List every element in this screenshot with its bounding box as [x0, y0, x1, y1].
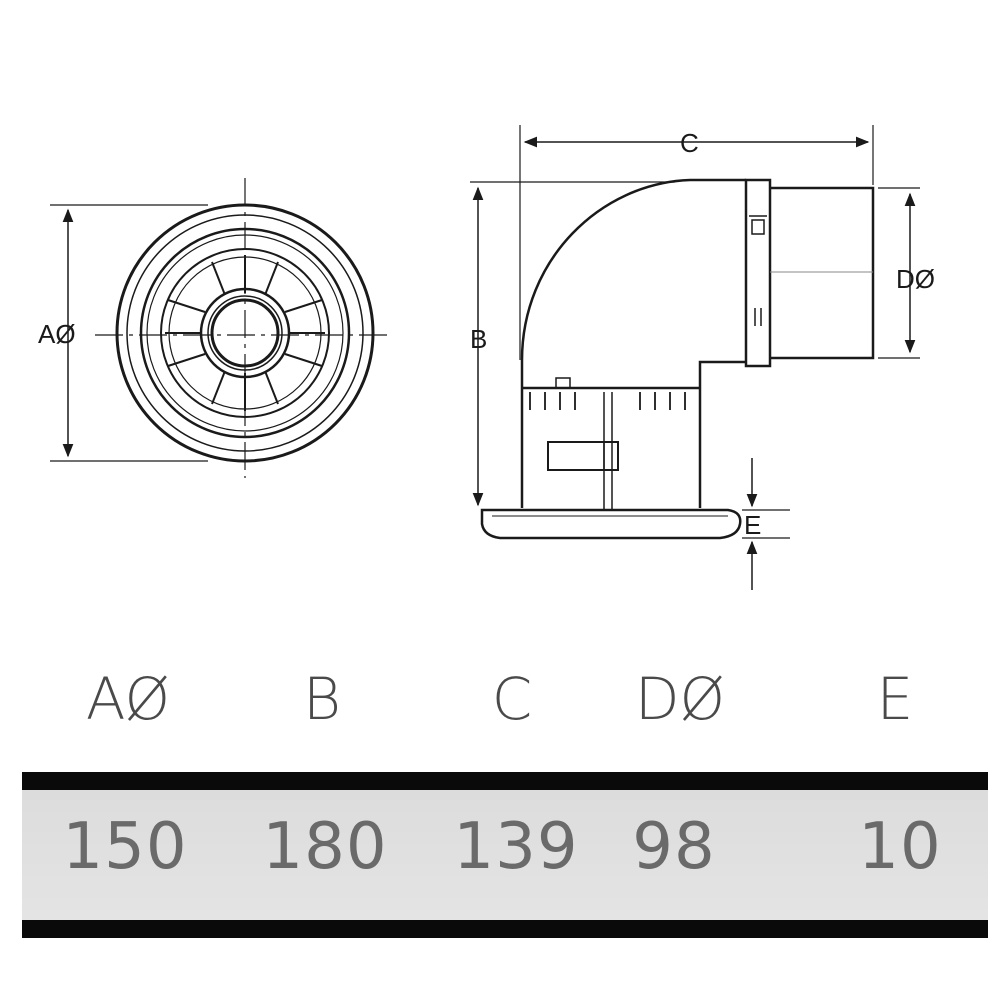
header-e: E	[876, 665, 914, 733]
value-c: 139	[453, 810, 579, 884]
header-b: B	[303, 665, 341, 733]
front-view	[50, 178, 392, 478]
value-b: 180	[262, 810, 388, 884]
value-e: 10	[858, 810, 942, 884]
label-b: B	[470, 324, 487, 354]
label-a-diameter: AØ	[38, 319, 76, 349]
technical-drawing: AØ	[38, 125, 935, 590]
label-d-diameter: DØ	[896, 264, 935, 294]
table-top-rule	[22, 772, 988, 790]
header-a-diameter: AØ	[85, 665, 171, 733]
value-a-diameter: 150	[62, 810, 188, 884]
label-c: C	[680, 128, 699, 158]
header-d-diameter: DØ	[634, 665, 726, 733]
side-view	[470, 125, 920, 590]
value-d-diameter: 98	[632, 810, 716, 884]
table-bottom-rule	[22, 920, 988, 938]
header-c: C	[491, 665, 533, 733]
label-e: E	[744, 510, 761, 540]
values-row	[22, 790, 988, 920]
